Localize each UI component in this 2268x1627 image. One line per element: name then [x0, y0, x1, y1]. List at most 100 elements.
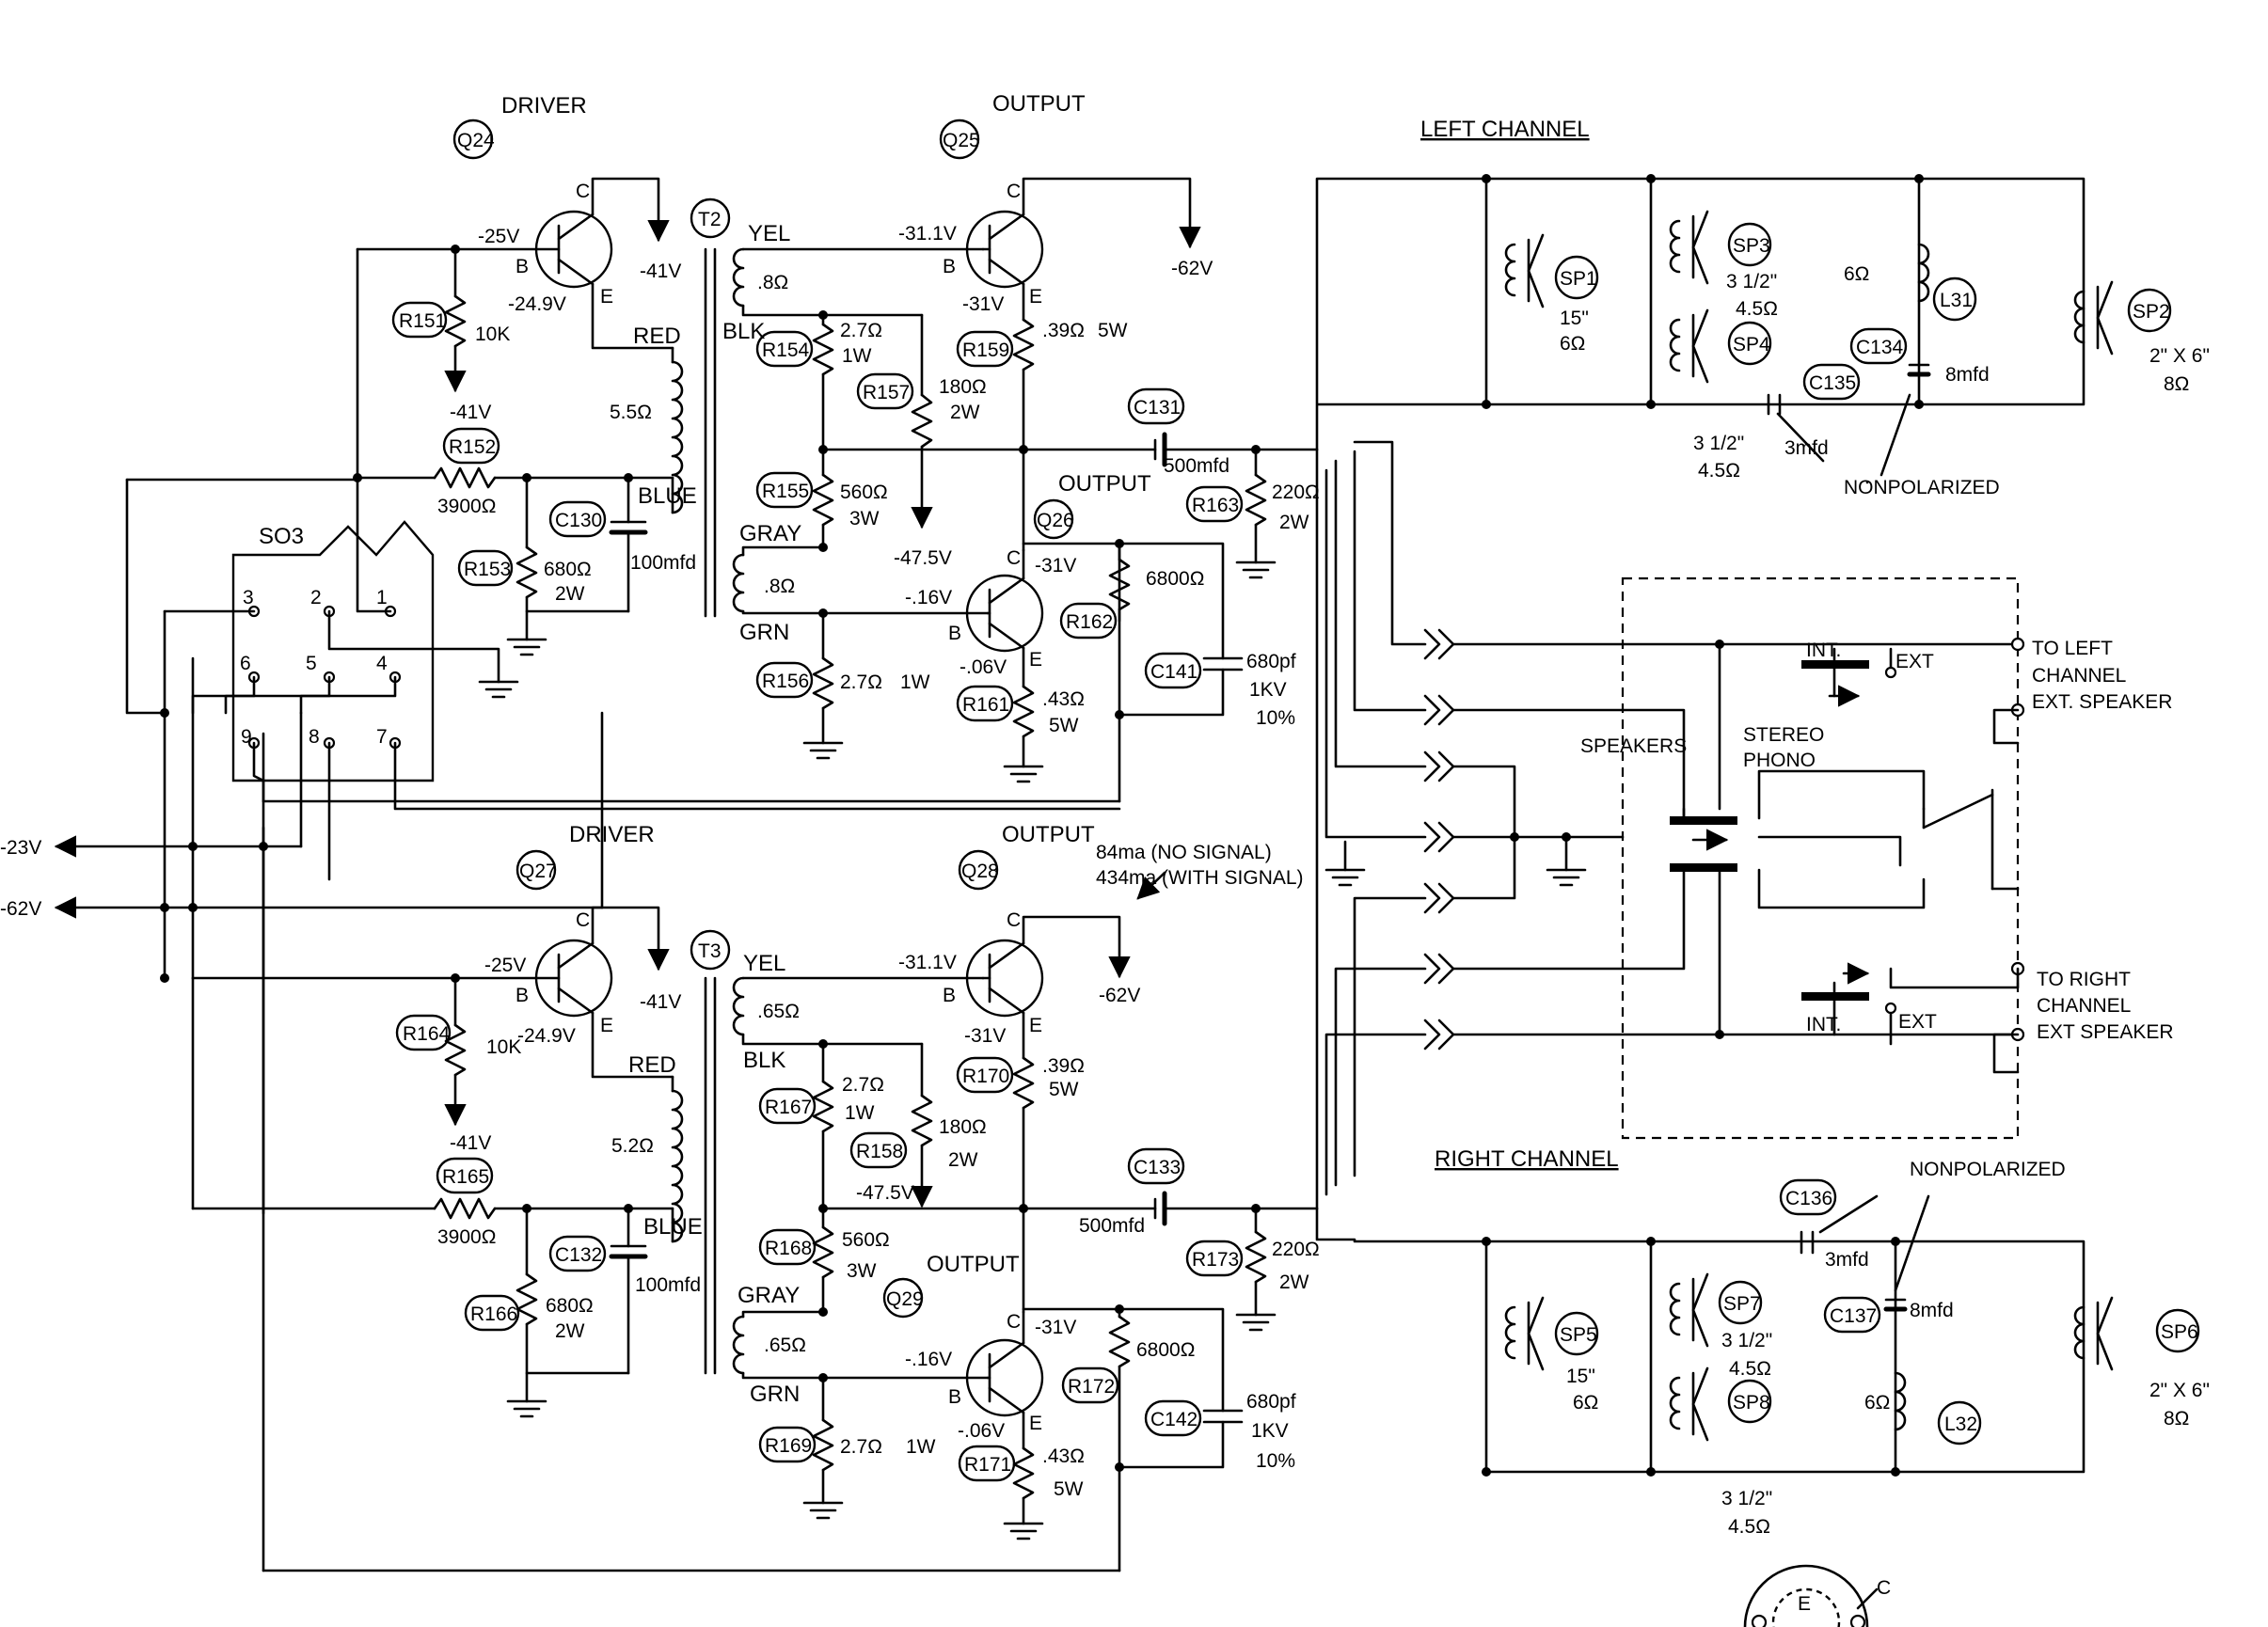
r168-value: 560Ω: [842, 1229, 890, 1251]
r158-power: 2W: [948, 1149, 978, 1171]
left-nonpolarized: NONPOLARIZED: [1844, 477, 2000, 498]
r170-label: R170: [962, 1066, 1009, 1087]
right-speaker-network: [1315, 1194, 2114, 1477]
c135-label: C135: [1809, 372, 1856, 394]
sp3-label: SP3: [1733, 235, 1770, 257]
so3-pin-9: 9: [241, 726, 252, 748]
r158-value: 180Ω: [939, 1116, 987, 1138]
c137-label: C137: [1830, 1305, 1877, 1327]
r171-value: .43Ω: [1042, 1445, 1085, 1467]
q29-label: Q29: [886, 1288, 924, 1310]
r153-power: 2W: [555, 583, 585, 605]
t2-gray-resistance: .8Ω: [764, 576, 795, 597]
driver-coil-right: 5.2Ω: [611, 1135, 654, 1157]
speaker-switch: [1315, 440, 2025, 1210]
node-voltage-right: -47.5V: [856, 1182, 914, 1204]
svg-text:C: C: [1007, 547, 1021, 569]
sp5-size: 15": [1566, 1366, 1595, 1387]
blue-lead-left: BLUE: [638, 483, 697, 509]
r151-value: 10K: [475, 324, 510, 345]
c135-value: 3mfd: [1784, 437, 1829, 459]
to-right-line-3: EXT SPEAKER: [2037, 1021, 2174, 1043]
q29-heading: OUTPUT: [927, 1252, 1020, 1277]
r157-power: 2W: [950, 402, 980, 423]
c134-value: 8mfd: [1945, 364, 1990, 386]
r170-power: 5W: [1049, 1079, 1079, 1100]
q29-collector-voltage: -31V: [1035, 1317, 1076, 1338]
to-left-line-2: CHANNEL: [2032, 665, 2126, 687]
to-left-line-1: TO LEFT: [2032, 638, 2113, 659]
q26-heading: OUTPUT: [1058, 471, 1151, 497]
q25-base-voltage: -31.1V: [898, 223, 957, 245]
svg-text:B: B: [948, 1386, 961, 1408]
r155-label: R155: [762, 481, 809, 502]
q25-label: Q25: [943, 130, 980, 151]
c141-tolerance: 10%: [1256, 707, 1295, 729]
so3-pin-6: 6: [240, 653, 251, 674]
so3-pin-1: 1: [376, 587, 388, 608]
svg-text:C: C: [1007, 909, 1021, 931]
r157-label: R157: [863, 382, 910, 403]
q25-supply: -62V: [1171, 258, 1213, 279]
r168-power: 3W: [847, 1260, 877, 1282]
r151-node-voltage: -41V: [450, 402, 491, 423]
red-lead-right: RED: [628, 1052, 676, 1078]
so3-pin-4: 4: [376, 653, 388, 674]
transistor-basing-diagram: [1743, 1564, 1879, 1627]
t2-gray: GRAY: [739, 521, 801, 546]
sp7-impedance: 4.5Ω: [1729, 1358, 1771, 1380]
socket-so3: [54, 476, 1121, 1215]
t3-blk: BLK: [743, 1048, 785, 1073]
r162-value: 6800Ω: [1146, 568, 1204, 590]
svg-text:E: E: [600, 286, 613, 308]
rail-minus-62v: -62V: [0, 898, 41, 920]
sp3-impedance: 4.5Ω: [1736, 298, 1778, 320]
sp2-size: 2" X 6": [2149, 345, 2210, 367]
sp8-size: 3 1/2": [1721, 1488, 1772, 1509]
r154-power: 1W: [842, 345, 872, 367]
l32-resistance: 6Ω: [1864, 1392, 1890, 1414]
r166-label: R166: [470, 1303, 517, 1325]
r155-power: 3W: [849, 508, 880, 529]
c141-label: C141: [1150, 661, 1197, 683]
right-amplifier: CBE CBE: [191, 826, 1319, 1572]
svg-text:E: E: [1029, 286, 1042, 308]
r156-power: 1W: [900, 671, 930, 693]
rail-minus-23v: -23V: [0, 837, 41, 859]
r167-power: 1W: [845, 1102, 875, 1124]
so3-pin-2: 2: [310, 587, 322, 608]
r164-node-voltage: -41V: [450, 1132, 491, 1154]
right-nonpolarized: NONPOLARIZED: [1910, 1159, 2066, 1180]
c133-value: 500mfd: [1079, 1215, 1145, 1237]
c142-label: C142: [1150, 1409, 1197, 1430]
r164-value: 10K: [486, 1036, 521, 1058]
c131-value: 500mfd: [1164, 455, 1229, 477]
r158-label: R158: [856, 1141, 903, 1162]
q28-label: Q28: [961, 861, 999, 882]
q26-collector-voltage: -31V: [1035, 555, 1076, 577]
r153-value: 680Ω: [544, 559, 592, 580]
r157-value: 180Ω: [939, 376, 987, 398]
r151-label: R151: [399, 310, 446, 332]
c141-voltage: 1KV: [1249, 679, 1287, 701]
sp7-size: 3 1/2": [1721, 1330, 1772, 1351]
t3-label: T3: [698, 940, 722, 962]
t3-yel-resistance: .65Ω: [757, 1001, 800, 1022]
svg-text:C: C: [1007, 1311, 1021, 1333]
sp2-impedance: 8Ω: [2164, 373, 2189, 395]
t2-blk: BLK: [722, 319, 765, 344]
sp4-size: 3 1/2": [1693, 433, 1744, 454]
t3-yel: YEL: [743, 951, 785, 976]
r162-label: R162: [1066, 611, 1113, 633]
r164-label: R164: [403, 1023, 451, 1045]
r159-label: R159: [962, 340, 1009, 361]
t2-grn: GRN: [739, 620, 789, 645]
t3-gray: GRAY: [737, 1283, 800, 1308]
sp3-size: 3 1/2": [1726, 271, 1777, 292]
left-amplifier: CBE: [262, 177, 1319, 803]
r159-power: 5W: [1098, 320, 1128, 341]
c133-label: C133: [1134, 1157, 1181, 1178]
c134-label: C134: [1856, 337, 1904, 358]
sp6-size: 2" X 6": [2149, 1380, 2210, 1401]
schematic-labels: DRIVER Q24 -25V -24.9V -41V R151 10K -41…: [0, 91, 2210, 1615]
